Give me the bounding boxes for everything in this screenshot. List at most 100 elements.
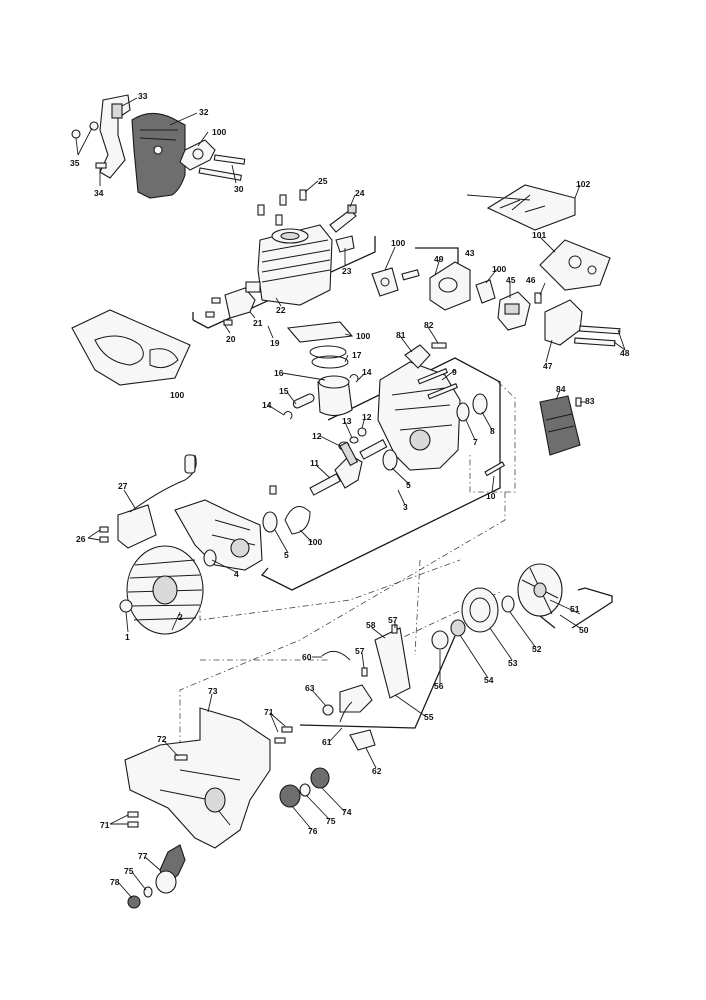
callout-8: 8	[490, 426, 495, 436]
decompression-valve	[335, 235, 355, 253]
muffler-bracket	[99, 94, 131, 179]
screw-25d	[275, 214, 283, 226]
crankcase-left	[174, 485, 311, 571]
bearing-8	[472, 393, 488, 415]
callout-43: 43	[465, 248, 475, 258]
screw-72	[174, 754, 188, 761]
callout-2: 2	[178, 612, 183, 622]
callout-77: 77	[138, 851, 148, 861]
buffer-76	[279, 784, 301, 808]
callout-74: 74	[342, 807, 352, 817]
callout-101: 101	[532, 230, 546, 240]
callout-34: 34	[94, 188, 104, 198]
callout-76: 76	[308, 826, 318, 836]
circlip-14b	[349, 374, 359, 383]
callout-20: 20	[226, 334, 236, 344]
bearing-5b	[382, 449, 398, 471]
bolt-30b	[198, 167, 242, 181]
crankshaft	[309, 439, 388, 496]
oil-pump-assembly	[321, 624, 411, 751]
callout-60: 60	[302, 652, 312, 662]
callout-17: 17	[352, 350, 362, 360]
callout-46: 46	[526, 275, 536, 285]
callout-14-left: 14	[262, 400, 272, 410]
callout-50: 50	[579, 625, 589, 635]
gasket-kit-bag	[71, 309, 191, 386]
flywheel	[119, 545, 204, 635]
callout-49: 49	[434, 254, 444, 264]
callout-75-mount: 75	[326, 816, 336, 826]
callout-56: 56	[434, 681, 444, 691]
spark-plug	[329, 209, 357, 233]
bolt-48a	[579, 325, 621, 335]
screw-71b	[281, 726, 293, 733]
stud-9	[417, 368, 449, 385]
callout-100-base: 100	[356, 331, 370, 341]
gasket-100a	[179, 139, 216, 171]
callout-100-crankcase: 100	[308, 537, 322, 547]
hose-60	[321, 650, 351, 661]
callout-61: 61	[322, 737, 332, 747]
callout-5-right: 5	[406, 480, 411, 490]
callout-1: 1	[125, 632, 130, 642]
gasket-100f	[284, 506, 311, 535]
callout-21: 21	[253, 318, 263, 328]
block-81	[404, 344, 431, 369]
callout-54: 54	[484, 675, 494, 685]
callout-4: 4	[234, 569, 239, 579]
callout-33: 33	[138, 91, 148, 101]
stud-9b	[427, 383, 459, 400]
chassis-handle	[124, 707, 293, 849]
plug-78	[127, 895, 141, 909]
ring-17a	[309, 345, 347, 359]
callout-75-spring: 75	[124, 866, 134, 876]
fitting-62	[349, 729, 376, 751]
service-kits-right	[486, 184, 611, 291]
callout-12-lower: 12	[312, 431, 322, 441]
washer-63	[322, 704, 334, 716]
oil-pump-gear-56	[431, 630, 449, 650]
callout-100-muffler: 100	[212, 127, 226, 137]
callout-52: 52	[532, 644, 542, 654]
gasket-49	[401, 269, 420, 281]
clutch-assembly	[431, 563, 563, 650]
callout-81: 81	[396, 330, 406, 340]
callout-25: 25	[318, 176, 328, 186]
callout-9: 9	[452, 367, 457, 377]
callout-16: 16	[274, 368, 284, 378]
callout-102: 102	[576, 179, 590, 189]
screw-57a	[391, 624, 398, 634]
screw-82	[431, 342, 447, 349]
kit-101	[539, 239, 611, 291]
screw-46	[534, 292, 542, 304]
callout-23: 23	[342, 266, 352, 276]
gasket-100e	[475, 279, 496, 304]
hose-61	[339, 701, 353, 723]
screw-71c	[127, 811, 139, 818]
oil-pump-55	[339, 684, 373, 713]
guide-plate	[539, 395, 582, 456]
callout-5-left: 5	[284, 550, 289, 560]
bearing-5a	[262, 511, 278, 533]
callout-numbers: 33 32 100 35 34 30 25 24 23 100 43 49 10…	[70, 91, 630, 887]
callout-47: 47	[543, 361, 553, 371]
callout-26: 26	[76, 534, 86, 544]
screw-20a	[205, 311, 215, 318]
gasket-kit-left	[71, 309, 191, 386]
cylinder	[257, 224, 333, 306]
callout-63: 63	[305, 683, 315, 693]
bolt-48b	[574, 337, 616, 347]
callout-27: 27	[118, 481, 128, 491]
seal-4	[203, 549, 217, 567]
screw-26a	[99, 526, 109, 533]
carburetor-assembly	[371, 261, 621, 347]
callout-45: 45	[506, 275, 516, 285]
callout-62: 62	[372, 766, 382, 776]
buffer-75a	[299, 783, 311, 797]
callout-32: 32	[199, 107, 209, 117]
intake-boot-21	[224, 287, 256, 319]
callout-100-kit: 100	[170, 390, 184, 400]
piston-pin	[292, 393, 315, 409]
